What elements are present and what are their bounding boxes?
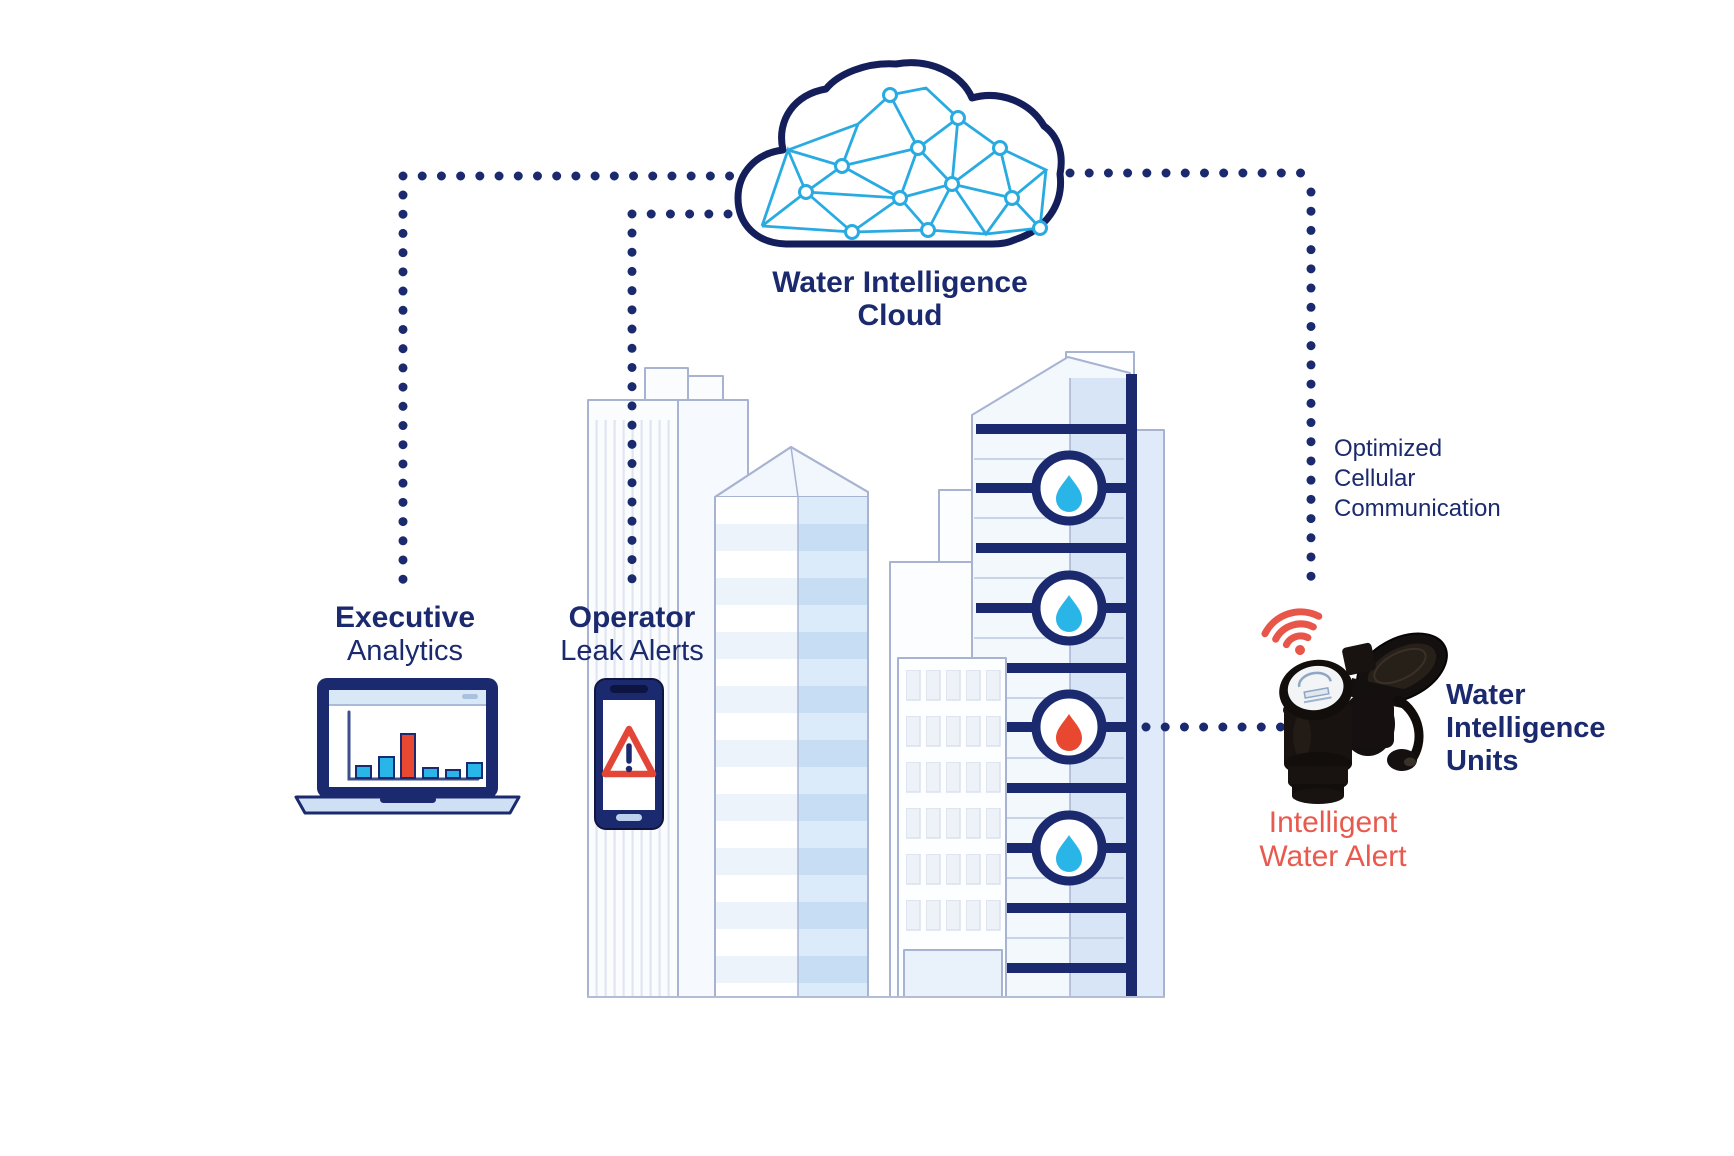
window-grid (902, 664, 1004, 946)
water-meter-device (1279, 632, 1448, 804)
wifi-signal-icon (1261, 608, 1323, 655)
cloud-label: Water Intelligence Cloud (772, 266, 1028, 332)
laptop-analytics-icon (294, 678, 521, 815)
operator-subtitle: Leak Alerts (560, 635, 704, 667)
network-cloud-icon (734, 59, 1065, 248)
cloud-mesh-nodes (798, 87, 1048, 240)
droplet-3 (1056, 714, 1082, 751)
building-door (903, 949, 1003, 998)
executive-subtitle: Analytics (346, 635, 464, 667)
droplet-2 (1056, 595, 1082, 632)
operator-title: Operator (568, 601, 696, 634)
city-skyline (587, 351, 1165, 998)
building-windowed-front (897, 657, 1007, 998)
water-units (1031, 450, 1107, 886)
executive-title: Executive (334, 601, 476, 634)
water-unit-1 (1031, 450, 1107, 526)
droplet-4 (1056, 835, 1082, 872)
bar-chart-icon (347, 710, 483, 781)
cellular-label: Optimized Cellular Communication (1334, 435, 1501, 522)
water-unit-2 (1031, 570, 1107, 646)
building-pointed-tower (714, 446, 869, 997)
building-right-sliver (1131, 429, 1165, 998)
riser-pipe-vertical (1126, 374, 1137, 997)
droplet-1 (1056, 475, 1082, 512)
meter-dial (1279, 659, 1353, 721)
water-unit-4 (1031, 810, 1107, 886)
rooftop-box (644, 367, 689, 403)
units-label: Water Intelligence Units (1446, 679, 1606, 777)
warning-triangle-icon (601, 725, 657, 778)
building-background-step (938, 489, 976, 571)
phone-alert-icon (594, 678, 664, 830)
water-unit-3 (1031, 689, 1107, 765)
rooftop-box (687, 375, 724, 403)
alert-label: Intelligent Water Alert (1259, 806, 1407, 873)
